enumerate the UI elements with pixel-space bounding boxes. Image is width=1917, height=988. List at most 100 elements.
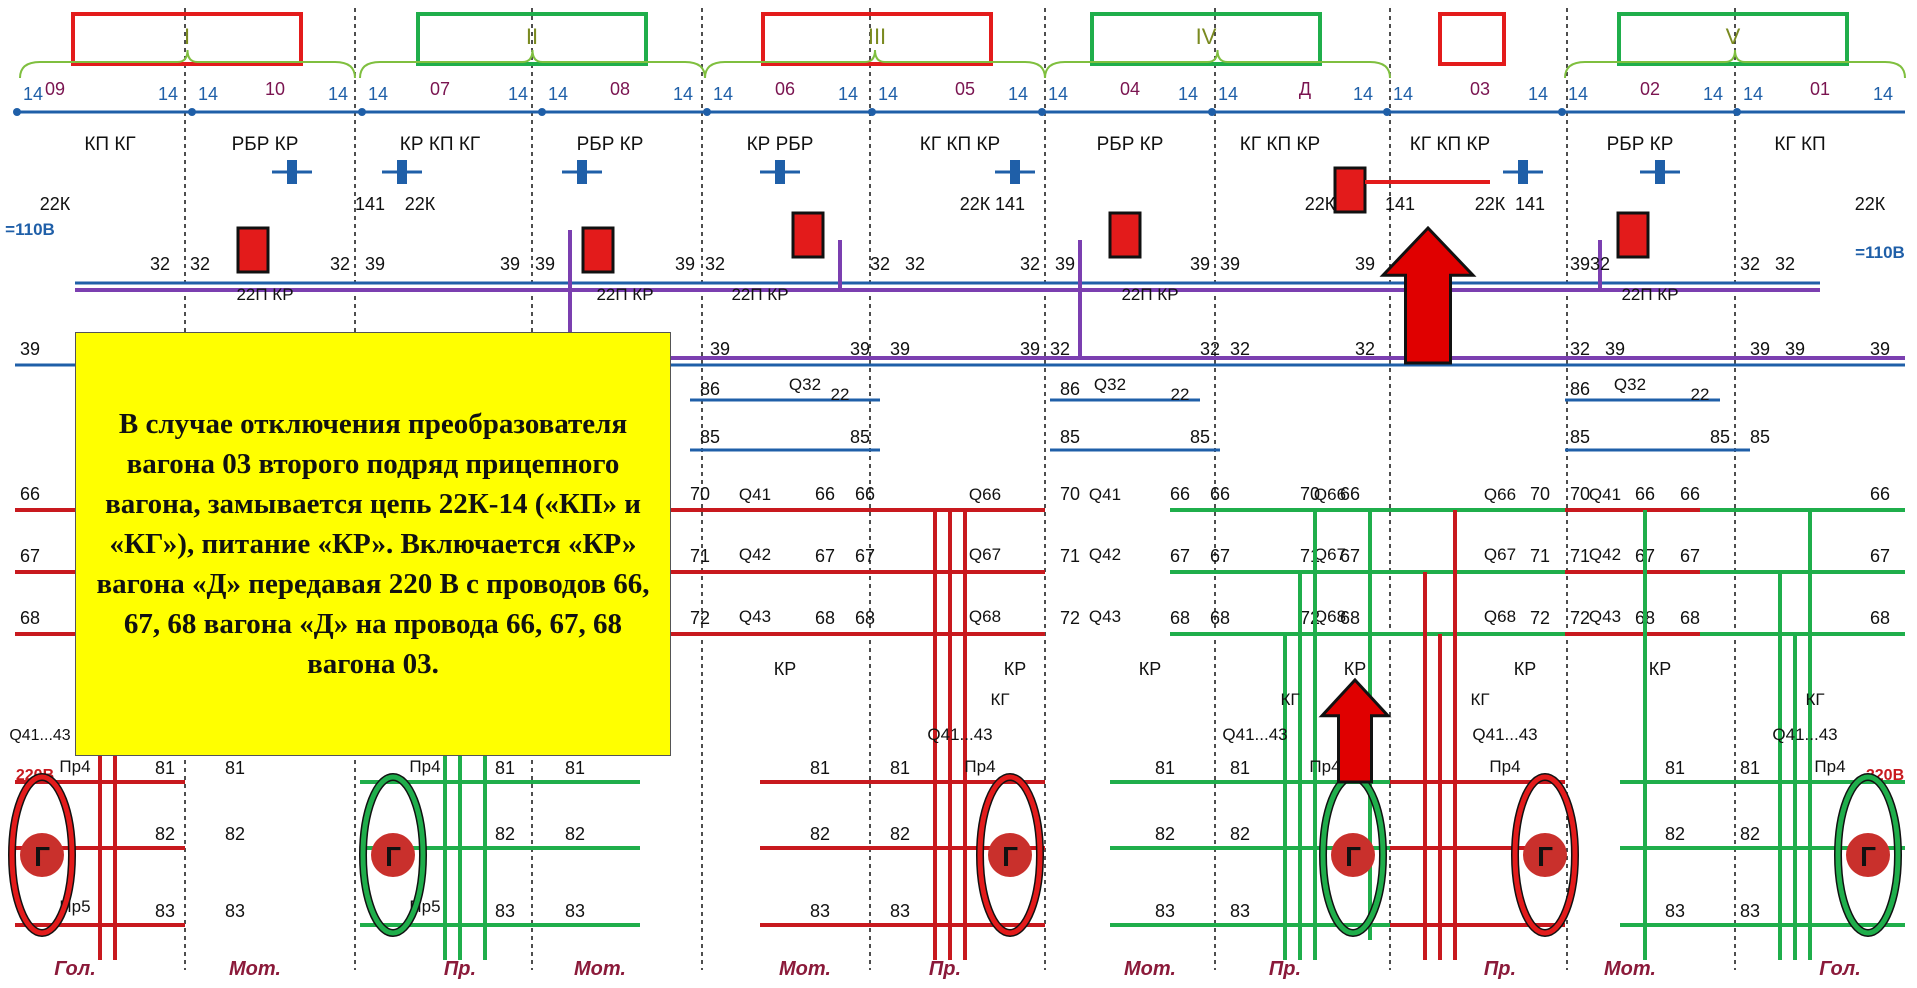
wire-number-label: 32 xyxy=(150,254,170,274)
wire-14-node xyxy=(1383,108,1391,116)
kg-contact-label: КГ xyxy=(1280,690,1299,709)
car-type: Пр. xyxy=(1484,958,1516,980)
fuse-label: Пр4 xyxy=(59,757,90,776)
gen-bus-label: 81 xyxy=(1740,758,1760,778)
gen-bus-label: 83 xyxy=(1155,901,1175,921)
gen-bus-label: 83 xyxy=(810,901,830,921)
power-wire-label: 66 xyxy=(1870,484,1890,504)
car-type: Пр. xyxy=(929,958,961,980)
relay-22p-kr: 22П КР xyxy=(1121,285,1178,304)
car-number: 03 xyxy=(1470,79,1490,99)
fuse-label: Пр4 xyxy=(1309,757,1340,776)
fuse-label: Пр4 xyxy=(964,757,995,776)
kr-contact-label: КР xyxy=(1344,659,1367,679)
wire-number-label: 39 xyxy=(1785,339,1805,359)
car-type: Мот. xyxy=(229,958,281,980)
wire-141-label: 141 xyxy=(995,194,1025,214)
wire-14-label: 14 xyxy=(838,84,858,104)
wire-141-label: 141 xyxy=(1385,194,1415,214)
wire-number-label: 39 xyxy=(1605,339,1625,359)
car-number: 04 xyxy=(1120,79,1140,99)
wire-22k-label: 22К xyxy=(405,194,436,214)
switch-q41-43-label: Q41...43 xyxy=(927,725,992,744)
power-wire-label: 66 xyxy=(1210,484,1230,504)
wire-22k-label: 22К xyxy=(960,194,991,214)
gen-bus-label: 81 xyxy=(495,758,515,778)
power-wire-label: 72 xyxy=(690,608,710,628)
wire-number-label: 39 xyxy=(535,254,555,274)
wire-number-label: 32 xyxy=(870,254,890,274)
switch-q-label: Q43 xyxy=(739,607,771,626)
voltage-label-right: =110В xyxy=(1855,243,1905,262)
kr-contact-label: КР xyxy=(1649,659,1672,679)
relay-labels: КГ КП КР xyxy=(1410,134,1490,155)
fuse-label: Пр4 xyxy=(409,757,440,776)
gen-bus-label: 83 xyxy=(890,901,910,921)
power-wire-label: 67 xyxy=(1170,546,1190,566)
wire-number-label: 85 xyxy=(700,427,720,447)
gen-bus-label: 83 xyxy=(1740,901,1760,921)
switch-q-label: Q43 xyxy=(1089,607,1121,626)
relay-labels: РБР КР xyxy=(1097,134,1164,155)
wire-number-label: 32 xyxy=(905,254,925,274)
wire-22k-label: 22К xyxy=(1855,194,1886,214)
wire-14-node xyxy=(1208,108,1216,116)
power-wire-label: 67 xyxy=(1680,546,1700,566)
rbr-relay-block xyxy=(1333,166,1367,214)
wire-141-label: 141 xyxy=(355,194,385,214)
voltage-label-left: =110В xyxy=(5,220,55,239)
power-wire-label: 66 xyxy=(1170,484,1190,504)
switch-q41-43-label: Q41...43 xyxy=(9,727,70,744)
wire-number-label: 32 xyxy=(190,254,210,274)
kg-contact-label: КГ xyxy=(990,690,1009,709)
group-bracket xyxy=(1044,49,1391,79)
generator-ring xyxy=(1512,774,1578,936)
group-label: III xyxy=(868,24,886,49)
switch-22-label: 22 xyxy=(831,385,850,404)
switch-q-label: Q67 xyxy=(1314,545,1346,564)
wire-number-label: 85 xyxy=(1750,427,1770,447)
switch-q32-label: Q32 xyxy=(1614,375,1646,394)
car-number: 05 xyxy=(955,79,975,99)
power-wire-label: 70 xyxy=(1570,484,1590,504)
generator-ring xyxy=(9,774,75,936)
gen-bus-label: 81 xyxy=(155,758,175,778)
wire-number-label: 85 xyxy=(1190,427,1210,447)
generator-body xyxy=(1846,833,1890,877)
wire-14-label: 14 xyxy=(1048,84,1068,104)
group-box xyxy=(1617,12,1849,66)
gen-bus-label: 82 xyxy=(810,824,830,844)
gen-bus-label: 81 xyxy=(565,758,585,778)
switch-q-label: Q68 xyxy=(1314,607,1346,626)
switch-q41-43-label: Q41...43 xyxy=(1472,725,1537,744)
wire-14-node xyxy=(538,108,546,116)
power-wire-label: 70 xyxy=(690,484,710,504)
power-wire-label: 72 xyxy=(1060,608,1080,628)
group-bracket xyxy=(1564,49,1906,79)
power-wire-label: 71 xyxy=(1060,546,1080,566)
kg-contact-label: КГ xyxy=(1805,690,1824,709)
switch-q-label: Q66 xyxy=(1484,485,1516,504)
gen-bus-label: 82 xyxy=(495,824,515,844)
wire-14-label: 14 xyxy=(368,84,388,104)
wire-number-label: 39 xyxy=(710,339,730,359)
wire-14-label: 14 xyxy=(1353,84,1373,104)
wire-number-label: 39 xyxy=(1020,339,1040,359)
car-type: Мот. xyxy=(574,958,626,980)
gen-bus-label: 83 xyxy=(495,901,515,921)
switch-q-label: Q42 xyxy=(1089,545,1121,564)
group-label: II xyxy=(526,24,538,49)
power-wire-label: 68 xyxy=(1680,608,1700,628)
wire-number-label: 86 xyxy=(1060,379,1080,399)
rbr-relay-block xyxy=(791,211,825,259)
generator-label: Г xyxy=(385,841,401,872)
relay-labels: КГ КП xyxy=(1774,134,1825,155)
wire-number-label: 32 xyxy=(705,254,725,274)
wire-14-label: 14 xyxy=(328,84,348,104)
group-bracket xyxy=(19,49,356,79)
car-type: Гол. xyxy=(1819,958,1861,980)
wire-number-label: 32 xyxy=(1740,254,1760,274)
wire-141-label: 141 xyxy=(1515,194,1545,214)
